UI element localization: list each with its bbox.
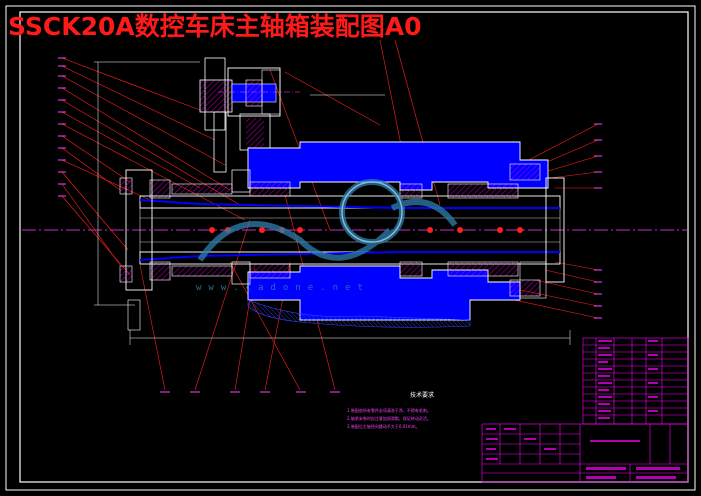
title-block-fill xyxy=(486,428,680,479)
watermark-emblem-highlight xyxy=(341,181,403,243)
motor-assembly xyxy=(199,57,300,173)
parts-list-fill xyxy=(598,340,658,419)
technical-requirement-line: 1.装配前所有零件必须清洗干净，不得有毛刺。 xyxy=(347,408,431,413)
right-label-ticks xyxy=(594,123,602,319)
inner-frame xyxy=(19,11,689,483)
outer-frame xyxy=(5,5,696,491)
spindle-housing-upper xyxy=(149,141,549,199)
left-leader-lines xyxy=(61,57,246,276)
rear-nut xyxy=(519,177,565,299)
right-leader-lines xyxy=(504,123,599,319)
technical-requirement-line: 3.装配后主轴径向跳动不大于0.01mm。 xyxy=(347,424,420,429)
technical-requirement-line: 2.轴承安装时应注意加润滑脂，保证转动灵活。 xyxy=(347,416,431,421)
watermark-text: www.cadone.net xyxy=(196,283,370,293)
technical-requirements-title: 技术要求 xyxy=(409,392,434,399)
left-label-ticks xyxy=(58,57,66,197)
drawing-title: SSCK20A数控车床主轴箱装配图A0 xyxy=(8,12,422,41)
dimension-lines xyxy=(94,61,571,345)
technical-requirements: 技术要求 1.装配前所有零件必须清洗干净，不得有毛刺。 2.轴承安装时应注意加润… xyxy=(347,390,497,431)
spindle-housing-lower xyxy=(149,261,521,328)
front-flange xyxy=(119,169,153,331)
title-block xyxy=(481,423,689,483)
bearing-races xyxy=(249,163,541,297)
